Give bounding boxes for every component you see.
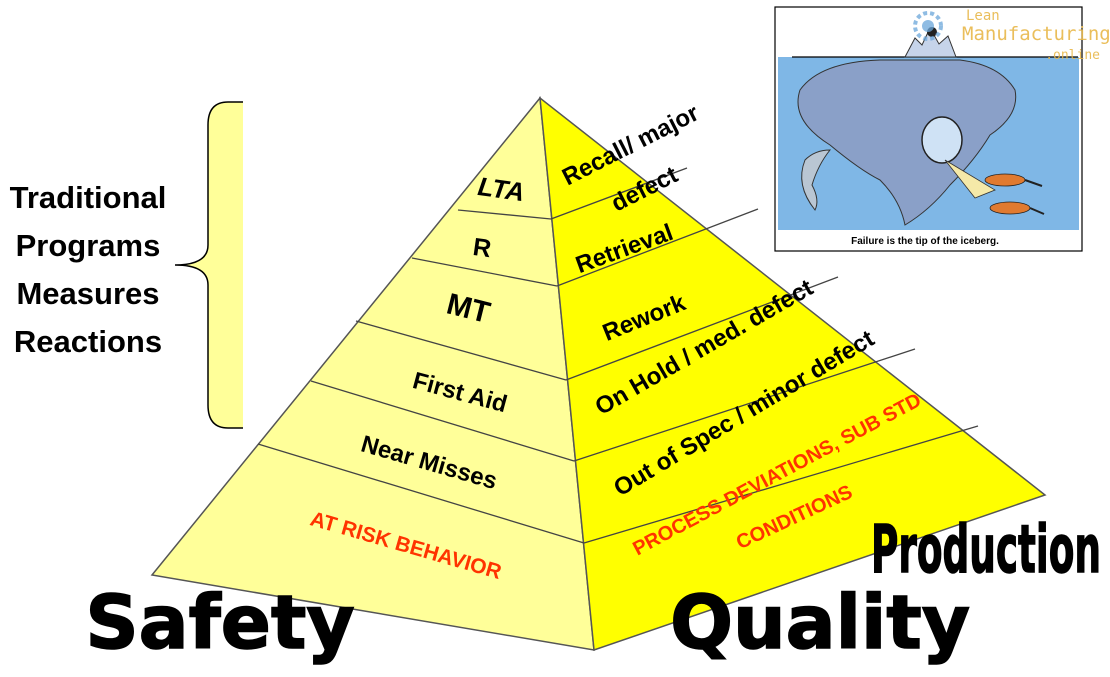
diver-light-beam xyxy=(944,159,996,199)
lean-manufacturing-logo: Lean Manufacturing .online xyxy=(913,8,1110,63)
safety-level-lta: LTA xyxy=(476,171,526,207)
bracket-label-traditional: Traditional xyxy=(10,180,167,215)
gear-icon xyxy=(913,11,943,41)
iceberg-underwater xyxy=(797,59,1017,226)
heading-safety: Safety xyxy=(85,580,354,666)
safety-level-r: R xyxy=(471,233,493,263)
pyramid-right-face xyxy=(539,96,1047,652)
iceberg-illustration: Failure is the tip of the iceberg. xyxy=(774,6,1083,252)
magnifier-lens xyxy=(921,116,963,164)
heading-production: Production xyxy=(871,511,1101,588)
left-curly-bracket xyxy=(174,101,243,429)
heading-quality: Quality xyxy=(670,580,970,666)
safety-band-lines xyxy=(257,209,585,544)
dolphin-icon xyxy=(801,149,832,211)
logo-line-online: .online xyxy=(1045,48,1100,63)
bracket-label-programs: Programs xyxy=(16,228,161,263)
diver-icon xyxy=(984,173,1045,215)
bracket-label-reactions: Reactions xyxy=(14,324,162,359)
quality-band-lines xyxy=(550,167,979,544)
logo-line-manufacturing: Manufacturing xyxy=(962,23,1110,45)
iceberg-caption: Failure is the tip of the iceberg. xyxy=(851,236,999,247)
logo-line-lean: Lean xyxy=(966,8,1000,24)
bracket-label-measures: Measures xyxy=(16,276,159,311)
